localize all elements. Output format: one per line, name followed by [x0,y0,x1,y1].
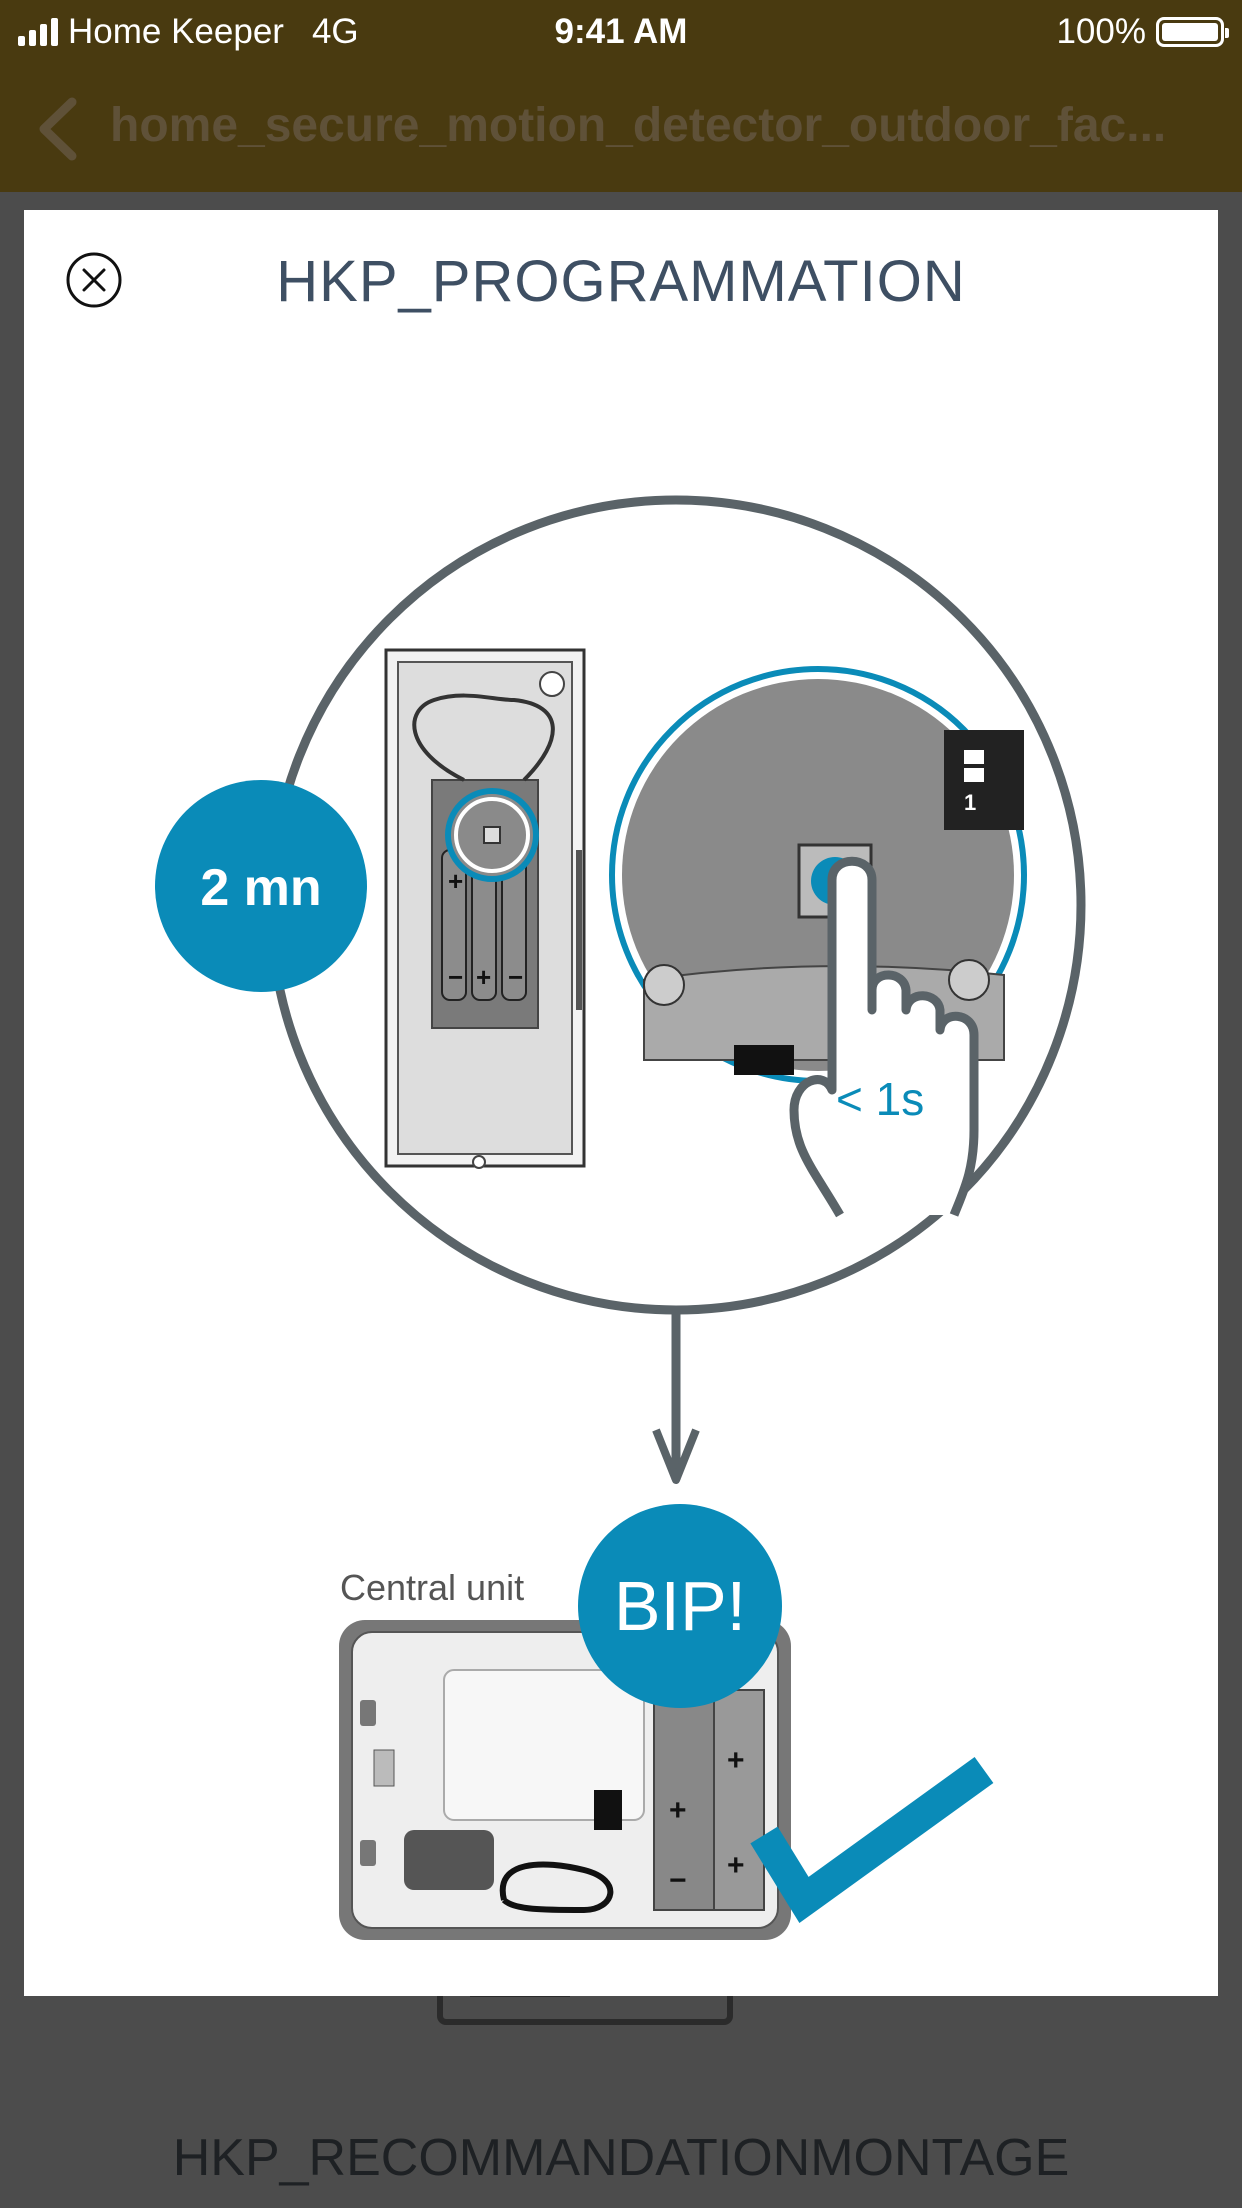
modal-title: HKP_PROGRAMMATION [276,249,966,314]
status-bar: Home Keeper 4G 9:41 AM 100% [0,0,1242,64]
network-label: 4G [311,12,359,51]
signal-icon [18,18,58,46]
checkmark-icon [750,1757,994,1924]
detector-device: + + − − [384,648,586,1169]
central-unit-label: Central unit [340,1567,524,1608]
svg-text:−: − [669,1864,687,1897]
svg-text:−: − [508,962,523,992]
navigation-bar: home_secure_motion_detector_outdoor_fac.… [0,64,1242,192]
nav-title: home_secure_motion_detector_outdoor_fac.… [110,99,1167,152]
background-footer-title: HKP_RECOMMANDATIONMONTAGE [172,2129,1070,2187]
programming-illustration: + + − − 1 [155,495,1086,1940]
chevron-left-icon[interactable] [32,94,92,164]
instruction-modal: + + − − 1 [24,210,1218,1996]
svg-text:−: − [448,962,463,992]
zoom-detail: 1 [609,666,1027,1084]
svg-text:+: + [727,1849,745,1882]
carrier-label: Home Keeper [68,12,284,51]
battery-icon [1156,17,1229,47]
beep-badge-label: BIP! [614,1567,746,1645]
beep-badge: BIP! [578,1504,782,1708]
close-circle-icon[interactable] [64,250,124,310]
pointing-hand-icon: < 1s [789,856,979,1218]
press-duration-label: < 1s [836,1073,924,1125]
battery-percent: 100% [1056,12,1146,51]
arrow-down-icon [652,1310,700,1484]
svg-text:+: + [727,1744,745,1777]
svg-text:+: + [669,1794,687,1827]
status-time: 9:41 AM [554,12,688,51]
svg-text:+: + [476,962,491,992]
zoom-digit: 1 [964,790,976,815]
svg-text:+: + [448,866,463,896]
timer-badge-label: 2 mn [200,859,321,917]
timer-badge: 2 mn [155,780,367,992]
